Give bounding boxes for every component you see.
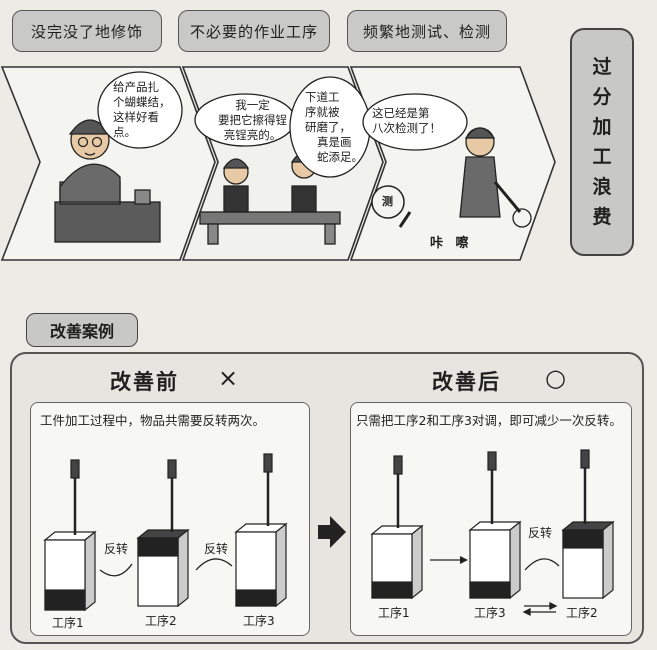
- bubble-line: 给产品扎: [113, 80, 159, 94]
- comic-strip: [0, 66, 556, 261]
- bubble-line: 这样好看: [113, 110, 159, 124]
- bubble-line: 这已经是第: [372, 106, 430, 120]
- bubble-line: 要把它擦得锃: [218, 113, 287, 127]
- before-mark-cross: ×: [218, 364, 239, 392]
- before-step-3: 工序3: [243, 614, 275, 628]
- bubble-line: 下道工: [305, 90, 340, 104]
- after-description: 只需把工序2和工序3对调，即可减少一次反转。: [356, 413, 622, 428]
- bubble-line: 亮锃亮的。: [223, 128, 282, 142]
- bubble-4-text: 这已经是第 八次检测了！: [372, 106, 462, 136]
- side-title-char: 过: [592, 56, 612, 78]
- case-title: 改善案例: [26, 313, 138, 347]
- side-title-char: 加: [592, 116, 612, 138]
- before-block-3: [234, 453, 288, 608]
- after-flip-arrow: [524, 558, 560, 571]
- worker-inspecting: [398, 127, 532, 228]
- bubble-line: 研磨了，: [305, 120, 351, 134]
- after-heading: 改善后: [432, 370, 501, 394]
- tag-frequent-testing: 频繁地测试、检测: [347, 10, 507, 52]
- before-description: 工件加工过程中，物品共需要反转两次。: [40, 413, 266, 428]
- bubble-line: 八次检测了！: [372, 121, 441, 135]
- before-flip-label-2: 反转: [204, 542, 229, 556]
- bubble-line: 真是画: [317, 135, 352, 149]
- bubble-line: 蛇添足。: [317, 150, 363, 164]
- gauge-tool: [371, 185, 405, 219]
- worker-tying-bow: [54, 119, 161, 243]
- tag-unnecessary-process: 不必要的作业工序: [178, 10, 330, 52]
- after-flip-label: 反转: [528, 526, 553, 540]
- before-flip-arrow-1: [99, 563, 133, 577]
- before-step-2: 工序2: [145, 614, 177, 628]
- after-step-1: 工序1: [378, 606, 410, 620]
- workers-polishing: [199, 152, 341, 245]
- after-block-2: [468, 451, 522, 600]
- side-title-char: 工: [592, 146, 612, 168]
- bubble-2-text: 我一定 要把它擦得锃 亮锃亮的。: [205, 98, 300, 143]
- after-mark-circle: ○: [545, 364, 566, 392]
- after-block-1: [370, 455, 424, 600]
- before-heading: 改善前: [110, 370, 179, 394]
- process-diagram: [43, 449, 615, 617]
- before-flip-arrow-2: [195, 558, 233, 571]
- speech-bubble-1: [97, 71, 183, 149]
- bubble-line: 我一定: [235, 98, 270, 112]
- side-title-over-processing-waste: 过 分 加 工 浪 费: [570, 28, 634, 256]
- side-title-char: 费: [592, 206, 612, 228]
- gauge-label: 测: [382, 195, 393, 208]
- side-title-char: 分: [592, 86, 612, 108]
- click-sound-text: 咔 嚓: [430, 236, 473, 251]
- bubble-line: 点。: [113, 125, 136, 139]
- bubble-1-text: 给产品扎 个蝴蝶结， 这样好看 点。: [113, 80, 173, 140]
- before-block-1: [43, 459, 97, 612]
- bubble-line: 个蝴蝶结，: [113, 95, 171, 109]
- after-step-2: 工序2: [566, 606, 598, 620]
- before-flip-label-1: 反转: [104, 542, 129, 556]
- bubble-3-text: 下道工 序就被 研磨了， 真是画 蛇添足。: [305, 90, 365, 165]
- tag-endless-decoration: 没完没了地修饰: [12, 10, 162, 52]
- bubble-line: 序就被: [305, 105, 340, 119]
- swap-arrows-icon: [522, 601, 558, 617]
- big-arrow-icon: [318, 516, 346, 548]
- before-block-2: [136, 459, 190, 608]
- speech-bubble-4: [362, 93, 468, 151]
- before-step-1: 工序1: [52, 616, 84, 630]
- after-step-3: 工序3: [474, 606, 506, 620]
- side-title-char: 浪: [592, 176, 612, 198]
- after-block-3: [561, 449, 615, 600]
- after-straight-arrowhead: [460, 556, 468, 564]
